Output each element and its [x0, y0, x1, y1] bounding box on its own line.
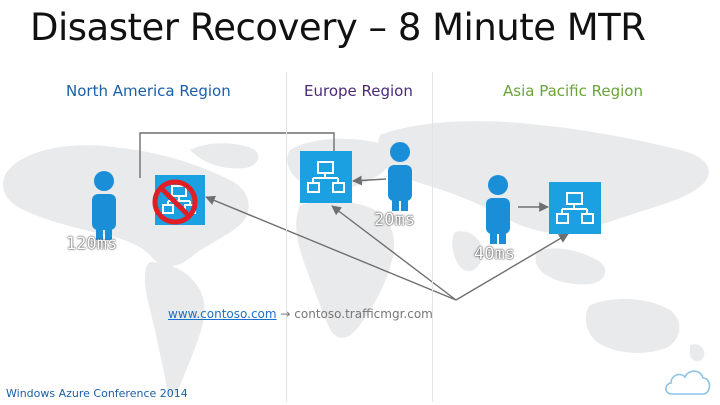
- latency-label-europe: 20ms: [374, 210, 415, 230]
- user-eu-to-service-line: [352, 175, 387, 186]
- no-entry-icon: [152, 179, 198, 225]
- arrow-icon: →: [280, 307, 291, 321]
- latency-label-north-america: 120ms: [66, 234, 118, 254]
- region-divider: [432, 72, 433, 402]
- user-icon: [388, 142, 412, 211]
- domain-link[interactable]: www.contoso.com: [168, 307, 277, 321]
- dns-to-ap-service-line: [455, 233, 569, 301]
- region-divider: [286, 72, 287, 402]
- failover-route-line: [139, 132, 335, 178]
- region-label-asia-pacific: Asia Pacific Region: [503, 82, 643, 100]
- cloud-service-icon: [549, 182, 601, 234]
- cloud-service-icon: [300, 151, 352, 203]
- region-label-north-america: North America Region: [66, 82, 231, 100]
- dns-mapping: www.contoso.com → contoso.trafficmgr.com: [168, 307, 433, 321]
- footer-text: Windows Azure Conference 2014: [6, 387, 188, 400]
- user-icon: [92, 171, 116, 240]
- slide-title: Disaster Recovery – 8 Minute MTR: [30, 6, 646, 49]
- dns-to-na-service-line: [205, 195, 457, 301]
- user-icon: [486, 175, 510, 244]
- cloud-logo-icon: [665, 370, 711, 395]
- latency-label-asia-pacific: 40ms: [474, 244, 515, 264]
- region-label-europe: Europe Region: [304, 82, 413, 100]
- traffic-routes: [139, 132, 569, 301]
- dns-to-eu-service-line: [331, 205, 457, 301]
- cname-text: contoso.trafficmgr.com: [294, 307, 433, 321]
